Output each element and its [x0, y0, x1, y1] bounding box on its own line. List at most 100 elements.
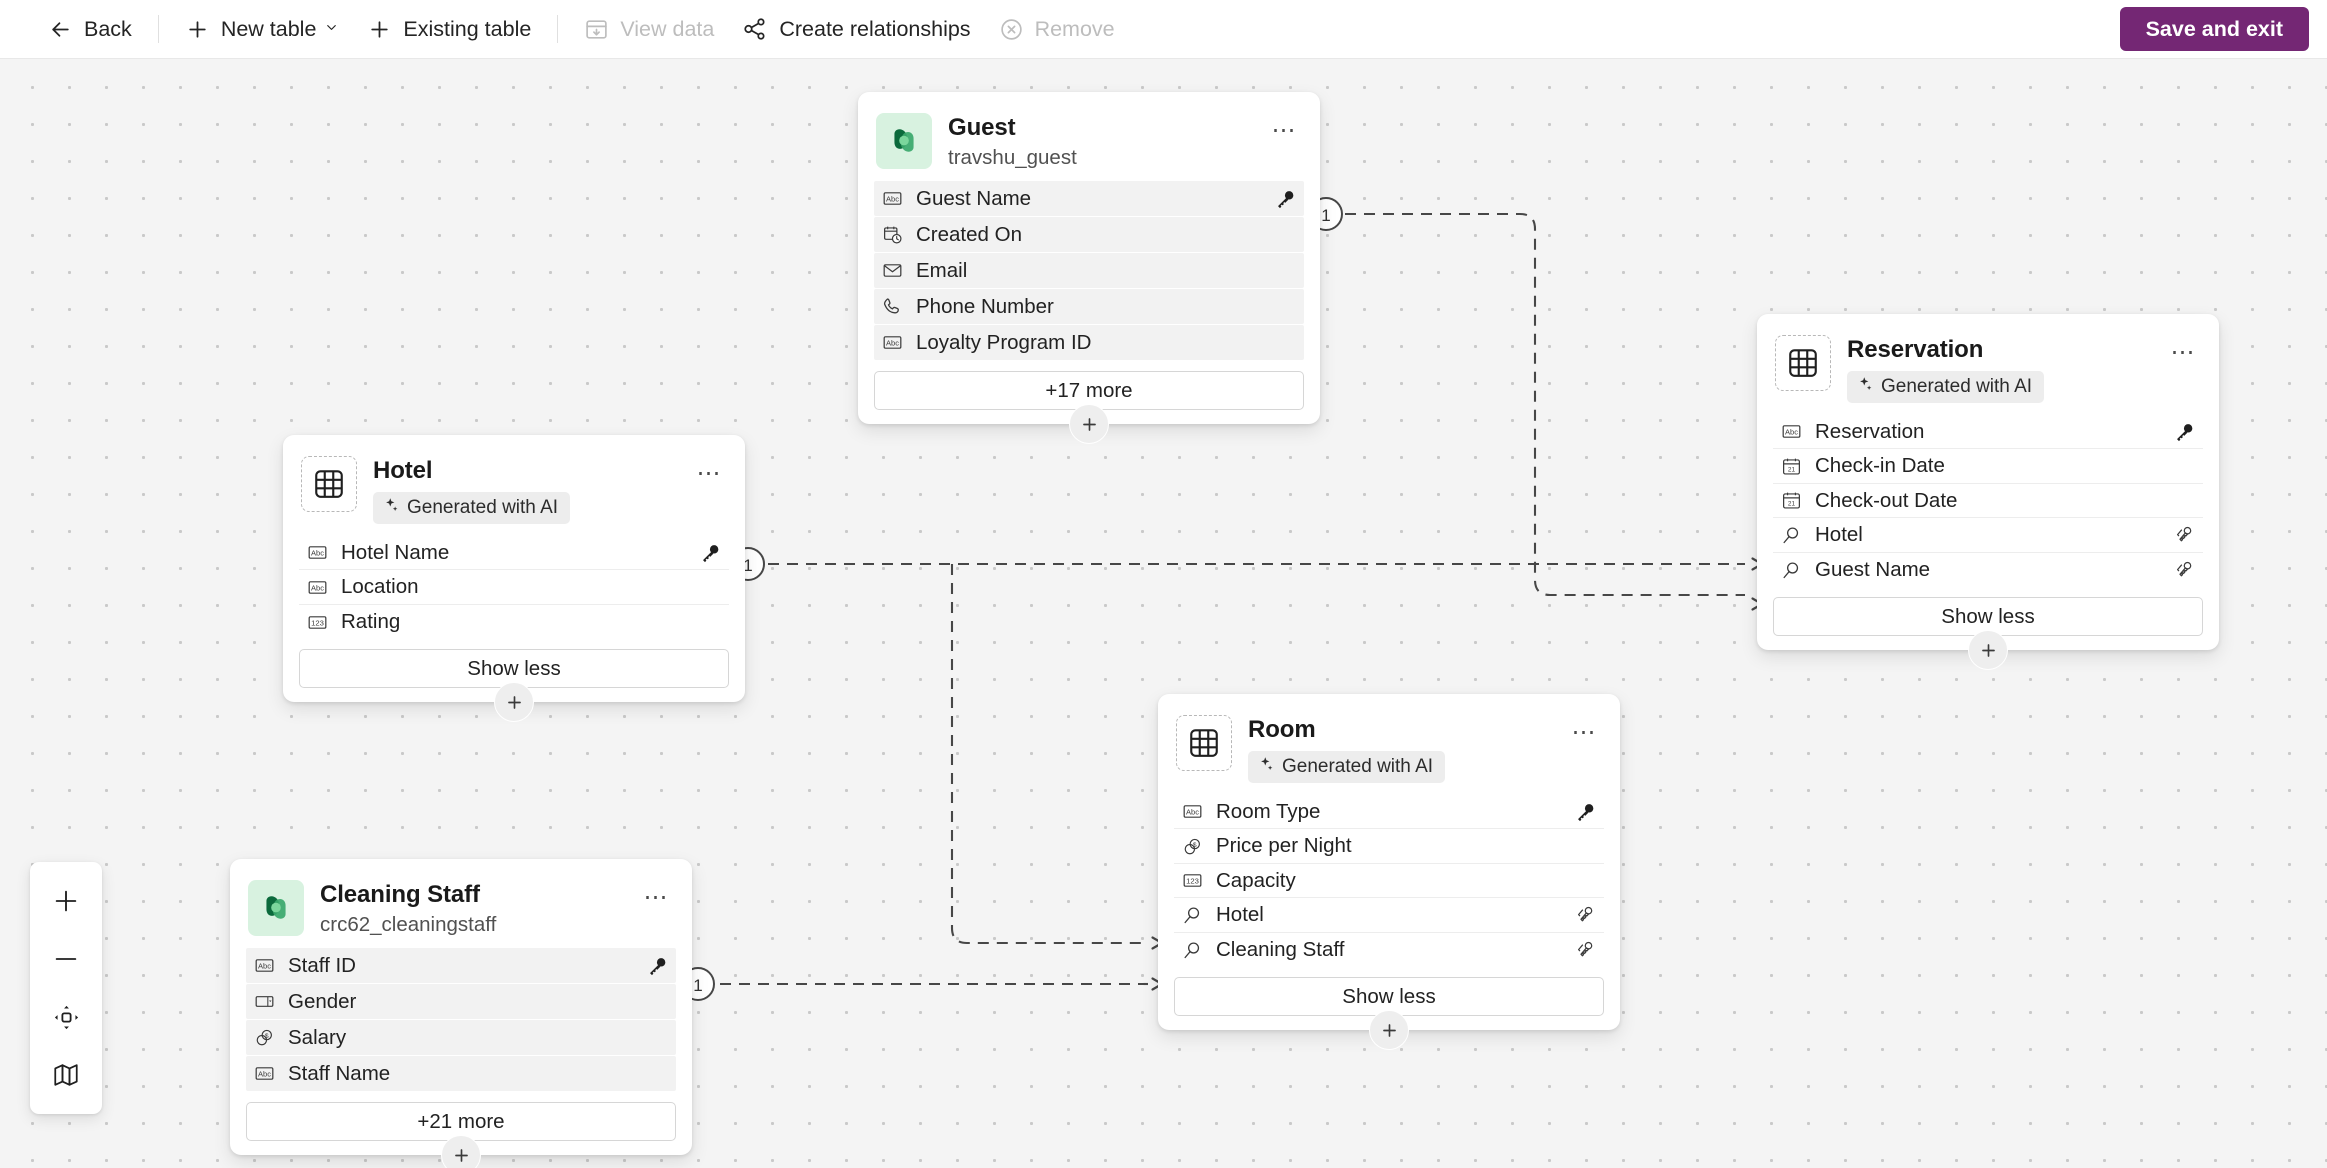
zoom-out-button[interactable] [39, 933, 93, 985]
column-list: Abc Hotel Name Abc Location 123 Rating [299, 536, 729, 640]
phone-icon [881, 296, 903, 317]
table-row[interactable]: 21 Check-out Date [1773, 484, 2203, 519]
table-row[interactable]: $ Price per Night [1174, 829, 1604, 864]
table-row[interactable]: Abc Reservation [1773, 415, 2203, 450]
table-name: Cleaning Staff [320, 881, 480, 908]
more-horizontal-icon[interactable]: ⋯ [1271, 117, 1298, 144]
column-name: Salary [288, 1025, 347, 1049]
back-button[interactable]: Back [34, 7, 146, 51]
plus-icon [185, 17, 210, 42]
table-row[interactable]: $ Salary [246, 1020, 676, 1055]
card-title-block: Guest travshu_guest [948, 113, 1252, 169]
table-card-hotel[interactable]: Hotel Generated with AI ⋯ Abc Hotel Name… [283, 435, 745, 723]
email-icon [881, 260, 903, 281]
table-row[interactable]: Gender [246, 984, 676, 1019]
ai-badge-label: Generated with AI [1881, 375, 2033, 397]
more-horizontal-icon[interactable]: ⋯ [696, 460, 723, 487]
table-grid-icon [1176, 715, 1232, 771]
minimap-button[interactable] [39, 1049, 93, 1101]
card-title-block: Room Generated with AI [1248, 715, 1552, 783]
choice-icon [253, 991, 275, 1012]
column-name: Guest Name [916, 186, 1032, 210]
chevron-down-icon [324, 20, 339, 38]
svg-text:$: $ [264, 1033, 268, 1040]
table-card-cleaning-staff[interactable]: Cleaning Staff crc62_cleaningstaff ⋯ Abc… [230, 859, 692, 1168]
table-row[interactable]: Abc Staff Name [246, 1056, 676, 1091]
currency-icon: $ [1181, 836, 1203, 857]
add-column-button[interactable] [494, 682, 534, 723]
column-name: Hotel [1815, 523, 1863, 547]
fit-to-view-button[interactable] [39, 991, 93, 1043]
svg-text:21: 21 [1787, 501, 1795, 508]
connector-guest-reservation [1345, 212, 1745, 597]
table-row[interactable]: Created On [874, 217, 1304, 252]
table-row[interactable]: Abc Location [299, 570, 729, 605]
erd-canvas[interactable]: 1 1 1 Guest travshu_gu [0, 59, 2327, 1168]
more-horizontal-icon[interactable]: ⋯ [1571, 719, 1598, 746]
add-column-button[interactable] [1369, 1010, 1409, 1051]
add-column-button[interactable] [1968, 630, 2008, 671]
add-column-button[interactable] [1069, 404, 1109, 445]
table-card-reservation[interactable]: Reservation Generated with AI ⋯ Abc Rese… [1757, 314, 2219, 671]
table-name: Room [1248, 716, 1316, 743]
table-logical-name: travshu_guest [948, 145, 1077, 169]
svg-text:$: $ [1192, 841, 1196, 848]
save-and-exit-button[interactable]: Save and exit [2119, 7, 2309, 51]
column-list: Abc Reservation 21 Check-in Date 21 Chec… [1773, 415, 2203, 588]
show-more-columns-button[interactable]: +17 more [874, 371, 1304, 411]
column-name: Capacity [1216, 868, 1296, 892]
column-name: Cleaning Staff [1216, 938, 1345, 962]
svg-text:Abc: Abc [258, 1069, 271, 1078]
table-row[interactable]: Abc Hotel Name [299, 536, 729, 571]
table-row[interactable]: Abc Guest Name [874, 181, 1304, 216]
card-header: Hotel Generated with AI ⋯ [299, 451, 729, 536]
card-title-block: Hotel Generated with AI [373, 456, 677, 524]
zoom-in-button[interactable] [39, 875, 93, 927]
svg-text:1: 1 [693, 976, 702, 995]
column-name: Reservation [1815, 419, 1925, 443]
svg-text:123: 123 [1186, 877, 1199, 886]
foreign-key-icon [2173, 559, 2195, 581]
table-row[interactable]: Phone Number [874, 289, 1304, 324]
svg-text:Abc: Abc [1186, 807, 1199, 816]
add-column-button[interactable] [441, 1135, 481, 1168]
table-row[interactable]: Hotel [1174, 898, 1604, 933]
column-name: Hotel [1216, 903, 1264, 927]
table-row[interactable]: 21 Check-in Date [1773, 449, 2203, 484]
toolbar-divider-1 [157, 15, 159, 43]
new-table-button[interactable]: New table [171, 7, 354, 51]
date-time-icon [881, 224, 903, 245]
existing-table-button[interactable]: Existing table [353, 7, 545, 51]
table-row[interactable]: Abc Room Type [1174, 795, 1604, 830]
ai-badge-label: Generated with AI [1282, 755, 1434, 777]
lookup-icon [1780, 560, 1802, 581]
more-horizontal-icon[interactable]: ⋯ [2170, 339, 2197, 366]
show-more-columns-button[interactable]: +21 more [246, 1102, 676, 1142]
column-name: Staff ID [288, 953, 356, 977]
table-card-guest[interactable]: Guest travshu_guest ⋯ Abc Guest Name Cre… [858, 92, 1320, 445]
table-row[interactable]: 123 Rating [299, 605, 729, 640]
foreign-key-icon [1574, 939, 1596, 961]
new-table-label: New table [220, 16, 317, 41]
lookup-icon [1181, 905, 1203, 926]
card-header: Cleaning Staff crc62_cleaningstaff ⋯ [246, 875, 676, 948]
table-row[interactable]: Hotel [1773, 518, 2203, 553]
text-abc-icon: Abc [1780, 421, 1802, 442]
create-relationships-button[interactable]: Create relationships [728, 7, 984, 51]
text-abc-icon: Abc [306, 577, 328, 598]
column-name: Location [341, 575, 419, 599]
sparkle-icon [1257, 755, 1275, 779]
primary-key-icon [1274, 188, 1296, 210]
table-row[interactable]: Cleaning Staff [1174, 933, 1604, 968]
table-row[interactable]: Guest Name [1773, 553, 2203, 588]
table-row[interactable]: Abc Staff ID [246, 948, 676, 983]
table-row[interactable]: Email [874, 253, 1304, 288]
show-less-columns-button[interactable]: Show less [1174, 977, 1604, 1017]
svg-text:Abc: Abc [1785, 427, 1798, 436]
ai-generated-badge: Generated with AI [373, 491, 571, 524]
table-row[interactable]: 123 Capacity [1174, 864, 1604, 899]
more-horizontal-icon[interactable]: ⋯ [643, 884, 670, 911]
table-row[interactable]: Abc Loyalty Program ID [874, 325, 1304, 360]
show-less-columns-button[interactable]: Show less [1773, 597, 2203, 637]
table-card-room[interactable]: Room Generated with AI ⋯ Abc Room Type $… [1158, 694, 1620, 1051]
